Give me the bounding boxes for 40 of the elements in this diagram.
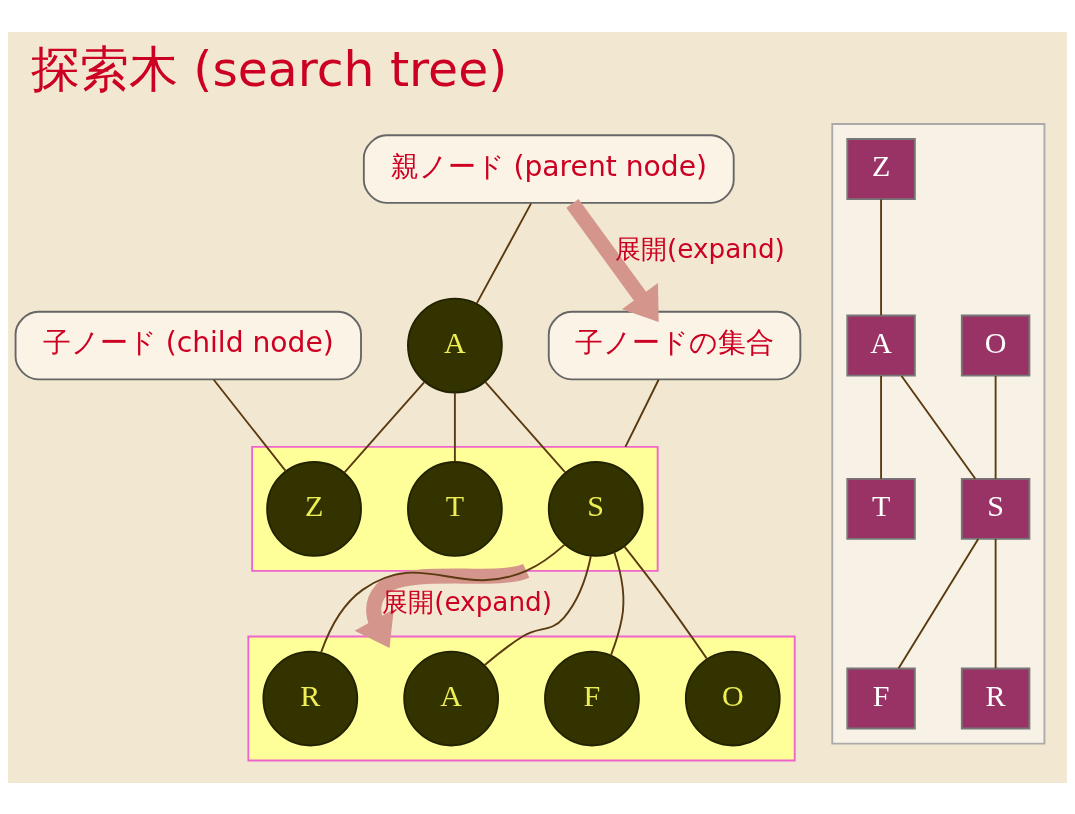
node-box: O: [960, 314, 1031, 376]
arrow: [354, 563, 529, 648]
connector: [994, 537, 997, 669]
node-circle: Z: [266, 460, 362, 557]
connector: [475, 202, 533, 304]
node-box: A: [846, 314, 916, 376]
node-circle: S: [547, 460, 644, 557]
node-box: S: [960, 477, 1031, 540]
connector: [897, 537, 980, 669]
node-circle: F: [544, 650, 640, 746]
node-box: 子ノード (child node): [14, 310, 362, 380]
connector: [880, 374, 883, 480]
diagram-title: 探索木 (search tree): [30, 40, 508, 98]
node-box: F: [846, 667, 916, 729]
connector: [900, 374, 977, 480]
connector: [880, 198, 883, 316]
connector: [624, 378, 660, 448]
cluster: [251, 445, 659, 572]
connector: [610, 550, 625, 656]
node-box: 子ノードの集合: [547, 310, 802, 380]
edge-label: 展開(expand): [614, 233, 785, 264]
connector: [623, 545, 709, 660]
connector: [212, 378, 287, 472]
cluster: [831, 122, 1046, 744]
node-circle: A: [407, 297, 503, 393]
node-circle: A: [403, 650, 499, 746]
connector: [484, 380, 567, 473]
node-box: Z: [846, 137, 916, 200]
edge-label: 展開(expand): [382, 586, 553, 617]
connector: [994, 374, 997, 480]
arrow: [566, 198, 659, 322]
node-box: R: [960, 667, 1031, 729]
node-circle: O: [684, 650, 781, 746]
cluster: [247, 635, 796, 761]
node-circle: R: [262, 650, 359, 746]
node-box: 親ノード (parent node): [362, 133, 735, 204]
connector: [343, 380, 426, 473]
node-circle: T: [407, 460, 503, 557]
connector: [453, 391, 456, 463]
node-box: T: [846, 477, 916, 540]
